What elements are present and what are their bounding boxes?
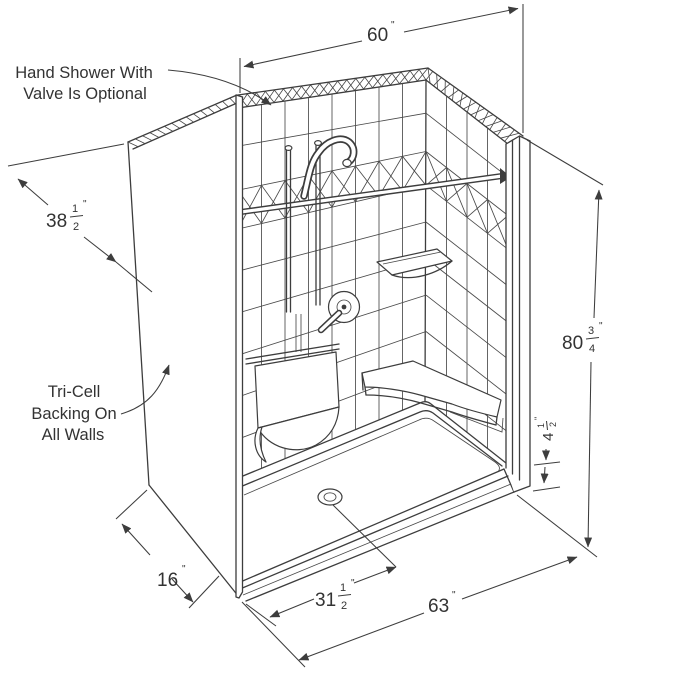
grab-bar [238, 168, 511, 215]
tricell-rim-hatch [127, 67, 520, 148]
hand-shower-handset [300, 135, 358, 200]
corner-bench [361, 360, 504, 433]
folding-seat [245, 343, 340, 463]
dim-front-left: 16 " [115, 489, 220, 609]
dim-right-height-unit: " [599, 321, 603, 332]
shower-floor [237, 401, 515, 602]
soap-dish [376, 248, 453, 279]
dim-threshold-whole: 4 [540, 433, 557, 441]
tri-cell-note-line3: All Walls [42, 426, 105, 444]
hand-shower-note-line2: Valve Is Optional [23, 85, 147, 103]
dim-drain-offset-unit: " [351, 578, 355, 589]
dim-threshold-den: 2 [548, 422, 558, 427]
dim-drain-offset: 31 1 2 " [245, 504, 397, 627]
interior-wall-edges [237, 67, 524, 403]
dim-side-depth-unit: " [83, 199, 87, 210]
dim-top-width: 60 " [239, 4, 524, 133]
left-wall-exterior [127, 94, 240, 598]
dim-side-depth-num: 1 [72, 203, 78, 215]
dim-top-width-value: 60 [367, 25, 388, 46]
annotations: Hand Shower With Valve Is Optional Tri-C… [15, 64, 272, 444]
dim-side-depth: 38 1 2 " [7, 143, 153, 293]
shower-valve [317, 290, 361, 334]
dim-threshold-unit: " [533, 417, 543, 420]
hand-shower-leader [167, 69, 272, 106]
dimensions: 60 " 38 1 2 " 80 3 4 " [7, 4, 604, 668]
right-front-edge [505, 135, 531, 493]
dim-right-height-whole: 80 [562, 333, 583, 354]
dim-bottom-width: 63 " [241, 556, 578, 668]
tri-cell-note-line1: Tri-Cell [48, 383, 101, 401]
dim-front-left-unit: " [182, 564, 186, 575]
dim-right-height-den: 4 [589, 343, 595, 355]
drain [317, 488, 343, 506]
dim-drain-offset-num: 1 [340, 582, 346, 594]
dim-drain-offset-whole: 31 [315, 590, 336, 611]
dim-threshold-height: 4 1 2 " [532, 417, 561, 492]
dim-threshold-num: 1 [536, 423, 546, 428]
dim-bottom-width-unit: " [452, 590, 456, 601]
slide-bar-cap [284, 145, 293, 152]
dim-right-height: 80 3 4 " [516, 139, 604, 558]
lattice-tile-band [237, 151, 509, 250]
dim-front-left-value: 16 [157, 570, 178, 591]
tri-cell-leader [120, 364, 170, 415]
dim-side-depth-den: 2 [73, 221, 79, 233]
dim-top-width-unit: " [391, 20, 395, 31]
dim-right-height-num: 3 [588, 325, 594, 337]
threshold [237, 468, 515, 602]
hand-shower [284, 135, 358, 352]
dim-bottom-width-value: 63 [428, 596, 449, 617]
hand-shower-note-line1: Hand Shower With [15, 64, 153, 82]
left-front-edge [235, 94, 244, 599]
dim-drain-offset-den: 2 [341, 600, 347, 612]
dim-side-depth-whole: 38 [46, 211, 67, 232]
tri-cell-note-line2: Backing On [31, 405, 116, 423]
